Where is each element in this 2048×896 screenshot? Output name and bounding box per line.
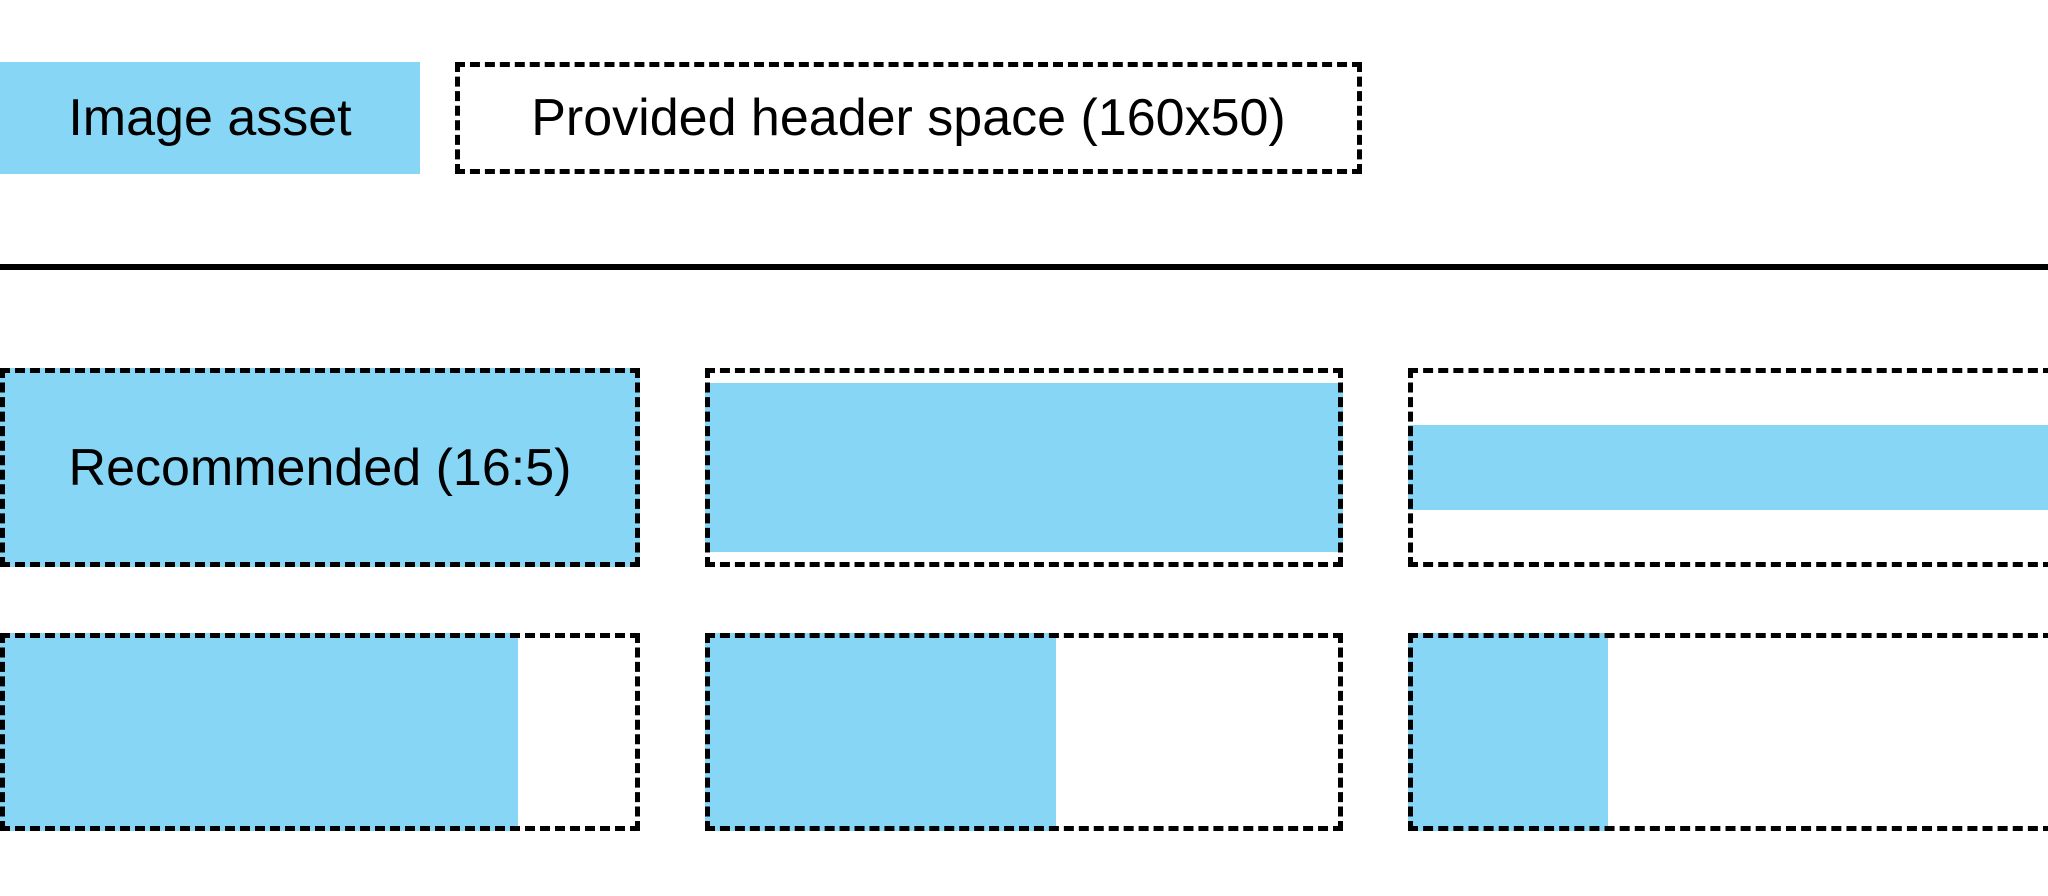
provided-header-space-label: Provided header space (160x50) bbox=[531, 89, 1286, 147]
image-asset-fill bbox=[0, 633, 519, 831]
image-asset-legend-label: Image asset bbox=[68, 89, 352, 147]
example-very-wide-band bbox=[1408, 368, 2048, 567]
image-asset-fill bbox=[1408, 424, 2048, 511]
example-recommended-16-5: Recommended (16:5) bbox=[0, 368, 640, 567]
provided-header-space-legend-box: Provided header space (160x50) bbox=[455, 62, 1362, 174]
example-label bbox=[1408, 633, 2048, 831]
section-divider bbox=[0, 264, 2048, 270]
example-label bbox=[0, 633, 640, 831]
image-asset-fill bbox=[0, 368, 640, 567]
image-asset-fill bbox=[705, 382, 1343, 553]
example-label bbox=[705, 368, 1343, 567]
image-asset-legend-swatch: Image asset bbox=[0, 62, 420, 174]
example-label bbox=[1408, 368, 2048, 567]
image-asset-fill bbox=[1408, 633, 1608, 831]
example-half-width bbox=[705, 633, 1343, 831]
image-asset-fill bbox=[705, 633, 1056, 831]
example-wider-letterboxed bbox=[705, 368, 1343, 567]
example-label bbox=[705, 633, 1343, 831]
example-square-asset bbox=[1408, 633, 2048, 831]
recommended-ratio-label: Recommended (16:5) bbox=[68, 438, 572, 497]
example-narrower-pillarboxed bbox=[0, 633, 640, 831]
